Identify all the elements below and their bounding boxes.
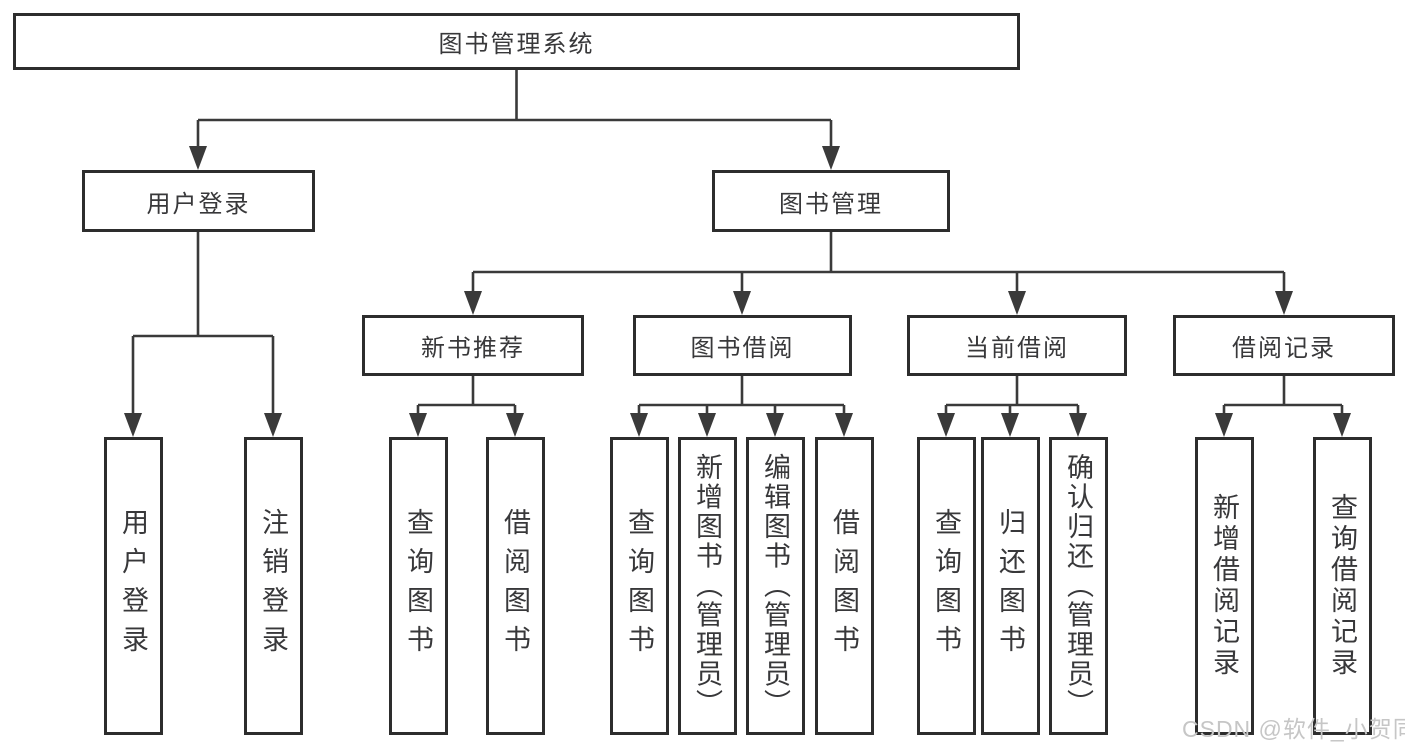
node-book-management-label: 图书管理 [779,190,883,218]
arrowhead [1275,291,1293,315]
arrowhead [409,413,427,437]
arrowhead [1008,291,1026,315]
edge-current-borrowing-to-leaves [937,376,1087,437]
node-leaf-confirm-return-admin-label: 确认归还（管理员） [1063,453,1093,719]
node-leaf-borrowing-query-books: 查询图书 [610,437,669,735]
node-current-borrowing: 当前借阅 [907,315,1127,376]
arrowhead [937,413,955,437]
node-user-login-label: 用户登录 [146,190,251,218]
node-leaf-query-borrow-record: 查询借阅记录 [1313,437,1372,735]
arrowhead [733,291,751,315]
arrowhead [630,413,648,437]
arrowhead [1333,413,1351,437]
arrowhead [189,146,207,170]
node-new-book-recommend-label: 新书推荐 [421,335,525,362]
arrowhead [1069,413,1087,437]
node-leaf-recommend-borrow-books: 借阅图书 [486,437,545,735]
node-book-borrowing-label: 图书借阅 [690,335,795,362]
edge-new-book-recommend-to-leaves [409,376,524,437]
node-leaf-user-login-label: 用户登录 [118,508,148,664]
node-leaf-recommend-query-books: 查询图书 [389,437,448,735]
arrowhead [835,413,853,437]
node-leaf-return-books-label: 归还图书 [995,508,1025,664]
edge-borrowing-records-to-leaves [1215,376,1351,437]
arrowhead [1001,413,1019,437]
node-leaf-recommend-query-books-label: 查询图书 [403,508,433,664]
node-leaf-logout: 注销登录 [244,437,303,735]
node-leaf-borrowing-borrow-books: 借阅图书 [815,437,874,735]
node-new-book-recommend: 新书推荐 [362,315,584,376]
node-borrowing-records: 借阅记录 [1173,315,1395,376]
arrowhead [464,291,482,315]
arrowhead [264,413,282,437]
edge-book-borrowing-to-leaves [630,376,853,437]
node-leaf-edit-books-admin: 编辑图书（管理员） [746,437,805,735]
node-leaf-add-books-admin: 新增图书（管理员） [678,437,737,735]
node-leaf-recommend-borrow-books-label: 借阅图书 [500,508,530,664]
node-leaf-add-borrow-record-label: 新增借阅记录 [1209,493,1239,679]
node-leaf-return-books: 归还图书 [981,437,1040,735]
node-book-management-system: 图书管理系统 [13,13,1020,70]
arrowhead [124,413,142,437]
arrowhead [766,413,784,437]
node-leaf-current-query-books-label: 查询图书 [931,508,961,664]
edge-root-to-level2 [189,70,840,170]
node-leaf-current-query-books: 查询图书 [917,437,976,735]
node-leaf-logout-label: 注销登录 [258,508,288,664]
node-leaf-add-borrow-record: 新增借阅记录 [1195,437,1254,735]
arrowhead [822,146,840,170]
edge-user-login-to-leaves [124,232,282,437]
arrowhead [698,413,716,437]
node-borrowing-records-label: 借阅记录 [1232,335,1336,362]
node-leaf-edit-books-admin-label: 编辑图书（管理员） [760,453,790,719]
edge-book-management-to-level3 [464,232,1293,315]
arrowhead [506,413,524,437]
node-book-management-system-label: 图书管理系统 [438,31,595,58]
node-book-borrowing: 图书借阅 [633,315,852,376]
node-user-login: 用户登录 [82,170,315,232]
node-leaf-borrowing-query-books-label: 查询图书 [624,508,654,664]
node-book-management: 图书管理 [712,170,950,232]
node-current-borrowing-label: 当前借阅 [965,335,1069,362]
csdn-watermark: CSDN @软件_小贺同学 [1182,716,1405,742]
arrowhead [1215,413,1233,437]
node-leaf-user-login: 用户登录 [104,437,163,735]
node-leaf-query-borrow-record-label: 查询借阅记录 [1327,493,1357,679]
node-leaf-confirm-return-admin: 确认归还（管理员） [1049,437,1108,735]
node-leaf-add-books-admin-label: 新增图书（管理员） [692,453,722,719]
node-leaf-borrowing-borrow-books-label: 借阅图书 [829,508,859,664]
